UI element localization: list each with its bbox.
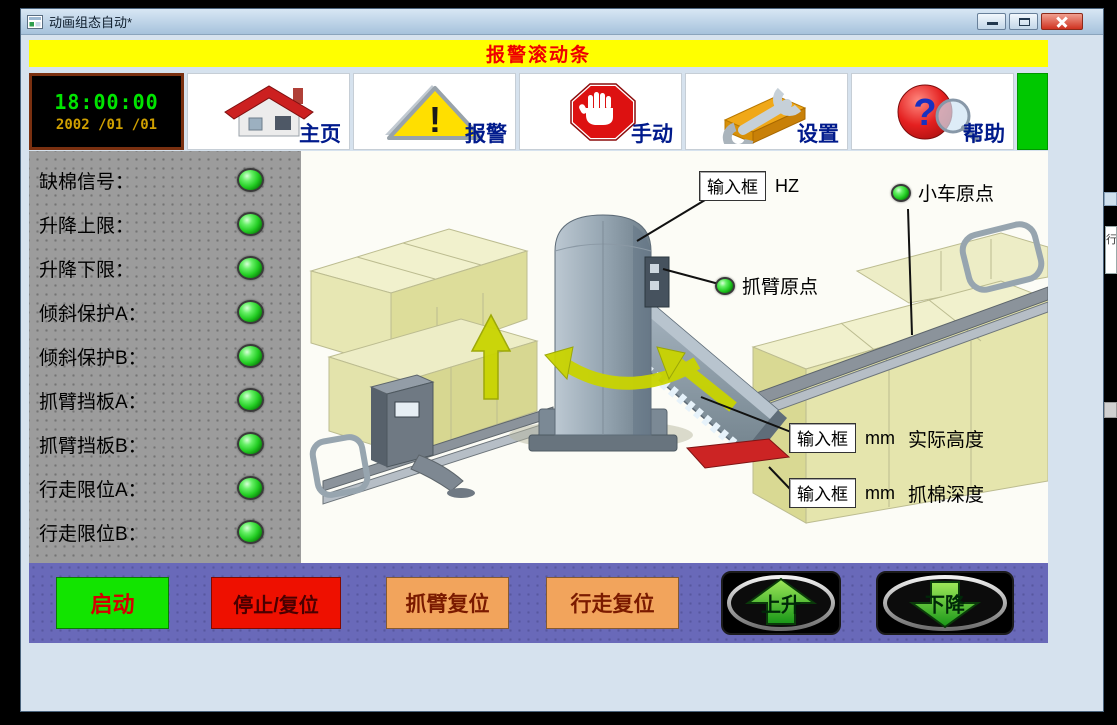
down-button[interactable]: 下降 [876, 571, 1014, 635]
settings-label: 设置 [797, 123, 839, 146]
status-label: 倾斜保护A： [39, 303, 147, 325]
arm-origin-label: 抓臂原点 [742, 277, 819, 298]
background-window-fragment [1104, 402, 1117, 418]
minimize-icon [987, 22, 998, 25]
status-led [237, 300, 264, 324]
maximize-icon [1019, 18, 1030, 26]
status-led [237, 388, 264, 412]
actual-height-callout: 输入框 mm 实际高度 [789, 423, 984, 453]
status-label: 升降上限： [39, 215, 135, 237]
status-row: 升降上限： [39, 211, 301, 237]
alarm-label: 报警 [465, 123, 507, 146]
titlebar[interactable]: 动画组态自动* [21, 9, 1103, 35]
app-icon [27, 14, 43, 29]
clock-time: 18:00:00 [54, 90, 159, 114]
status-row: 倾斜保护B： [39, 343, 301, 369]
travel-reset-button[interactable]: 行走复位 [546, 577, 679, 629]
stop-reset-button[interactable]: 停止/复位 [211, 577, 341, 629]
grab-depth-label: 抓棉深度 [908, 484, 985, 506]
toolbar: 18:00:00 2002 /01 /01 主页 [29, 73, 1048, 150]
status-label: 行走限位B： [39, 523, 147, 545]
arm-reset-button[interactable]: 抓臂复位 [386, 577, 509, 629]
trolley-origin-label: 小车原点 [918, 184, 995, 205]
up-arrow-icon [727, 575, 835, 631]
trolley-origin-led [891, 183, 911, 202]
svg-text:?: ? [913, 92, 936, 134]
control-bar: 启动 停止/复位 抓臂复位 行走复位 [29, 563, 1048, 643]
status-row: 行走限位A： [39, 475, 301, 501]
frequency-callout: 输入框 HZ [699, 171, 799, 201]
help-label: 帮助 [963, 123, 1005, 146]
status-label: 升降下限： [39, 259, 135, 281]
app-window: 动画组态自动* 报警滚动条 18:00:00 2002 /01 /01 [20, 8, 1104, 712]
mm-unit-label: mm [865, 482, 895, 503]
window-title: 动画组态自动* [49, 15, 133, 30]
status-row: 倾斜保护A： [39, 299, 301, 325]
help-icon: ? [897, 84, 979, 142]
manual-stop-hand-icon [568, 81, 637, 142]
status-row: 抓臂挡板A： [39, 387, 301, 413]
down-arrow-icon [883, 575, 1007, 631]
manual-button[interactable]: 手动 [519, 73, 682, 150]
status-row: 抓臂挡板B： [39, 431, 301, 457]
alarm-banner: 报警滚动条 [29, 40, 1048, 67]
svg-text:!: ! [429, 99, 441, 140]
status-led [237, 168, 264, 192]
status-led [237, 212, 264, 236]
status-row: 行走限位B： [39, 519, 301, 545]
status-label: 倾斜保护B： [39, 347, 147, 369]
settings-button[interactable]: 设置 [685, 73, 848, 150]
clock-display: 18:00:00 2002 /01 /01 [29, 73, 184, 150]
home-button[interactable]: 主页 [187, 73, 350, 150]
close-button[interactable] [1041, 13, 1083, 30]
window-bottom-area [29, 643, 1048, 715]
down-label: 下降 [925, 594, 965, 617]
up-button[interactable]: 上升 [721, 571, 841, 635]
status-panel: 缺棉信号： 升降上限： 升降下限： 倾斜保护A： [29, 151, 301, 563]
background-window-fragment: 行 [1105, 226, 1117, 274]
alarm-icon: ! [384, 84, 483, 140]
main-area: 缺棉信号： 升降上限： 升降下限： 倾斜保护A： [29, 151, 1048, 563]
manual-label: 手动 [631, 123, 673, 146]
status-label: 行走限位A： [39, 479, 147, 501]
start-button[interactable]: 启动 [56, 577, 169, 629]
machine-illustration [309, 196, 1048, 524]
window-controls [977, 13, 1097, 30]
clock-date: 2002 /01 /01 [55, 117, 158, 133]
home-icon [223, 84, 314, 136]
actual-height-label: 实际高度 [908, 429, 985, 451]
toolbar-green-strip [1017, 73, 1048, 150]
status-row: 升降下限： [39, 255, 301, 281]
status-led [237, 520, 264, 544]
grab-depth-input[interactable]: 输入框 [789, 478, 856, 508]
maximize-button[interactable] [1009, 13, 1038, 30]
alarm-button[interactable]: ! 报警 [353, 73, 516, 150]
status-label: 缺棉信号： [39, 171, 135, 193]
alarm-banner-text: 报警滚动条 [485, 45, 591, 66]
status-led [237, 476, 264, 500]
trolley-origin-indicator: 小车原点 [891, 179, 994, 206]
status-label: 抓臂挡板A： [39, 391, 147, 413]
actual-height-input[interactable]: 输入框 [789, 423, 856, 453]
status-label: 抓臂挡板B： [39, 435, 147, 457]
minimize-button[interactable] [977, 13, 1006, 30]
status-row: 缺棉信号： [39, 167, 301, 193]
help-button[interactable]: ? 帮助 [851, 73, 1014, 150]
machine-diagram: 输入框 HZ 小车原点 抓臂原点 输入框 [301, 151, 1048, 563]
status-led [237, 344, 264, 368]
settings-wrench-icon [722, 87, 806, 144]
mm-unit-label: mm [865, 427, 895, 448]
status-led [237, 256, 264, 280]
home-label: 主页 [299, 123, 341, 146]
grab-depth-callout: 输入框 mm 抓棉深度 [789, 478, 984, 508]
fragment-text: 行 [1106, 234, 1117, 246]
status-led [237, 432, 264, 456]
frequency-input[interactable]: 输入框 [699, 171, 766, 201]
arm-origin-indicator: 抓臂原点 [715, 272, 818, 299]
client-area: 报警滚动条 18:00:00 2002 /01 /01 [21, 36, 1103, 711]
hz-unit-label: HZ [775, 175, 799, 196]
background-window-fragment [1104, 192, 1117, 206]
arm-origin-led [715, 276, 735, 295]
up-label: 上升 [761, 594, 801, 617]
